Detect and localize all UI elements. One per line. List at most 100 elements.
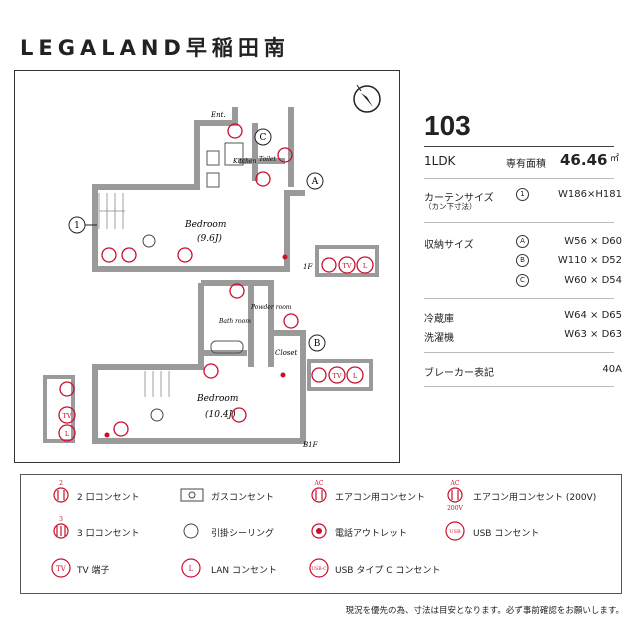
storage-label: 収納サイズ — [424, 240, 474, 251]
lan-outlet-icon — [346, 366, 364, 384]
kitchen-stove — [206, 172, 220, 188]
storage-mark-c: C — [516, 274, 529, 287]
storage-value-a: W56 × D60 — [564, 236, 622, 247]
area-label: 専有面積 — [506, 159, 546, 170]
legend-label-outlet-3: 3 口コンセント — [77, 529, 140, 539]
fridge-value: W64 × D65 — [564, 310, 622, 321]
curtain-value: W186×H181 — [558, 189, 622, 200]
entrance-label: Ent. — [210, 111, 226, 119]
svg-text:B: B — [314, 339, 321, 349]
outlet-2-icon — [203, 363, 219, 379]
breaker-value: 40A — [602, 364, 622, 375]
bedroom1-size: (9.6J) — [197, 233, 222, 244]
svg-text:TV: TV — [62, 412, 71, 420]
ceiling-hook-icon — [183, 523, 199, 539]
ac-outlet-icon — [311, 487, 327, 503]
outlet-2-icon — [321, 257, 337, 273]
disclaimer-note: 現況を優先の為、寸法は目安となります。必ず事前確認をお願いします。 — [345, 606, 624, 616]
outlet-3-icon — [53, 523, 69, 539]
gas-outlet-icon — [180, 488, 204, 502]
curtain-label: カーテンサイズ — [424, 193, 494, 204]
storage-mark-b: B — [516, 254, 529, 267]
legend-label-ceiling: 引掛シーリング — [211, 529, 275, 539]
curtain-row: カーテンサイズ 1 W186×H181 — [424, 188, 622, 204]
svg-text:1: 1 — [74, 221, 80, 231]
outlet-2-icon — [227, 123, 243, 139]
area-unit: ㎡ — [610, 154, 620, 164]
svg-text:TV: TV — [56, 565, 67, 573]
svg-text:AC: AC — [450, 480, 460, 487]
svg-text:USB-C: USB-C — [311, 566, 327, 572]
floor-plan: Ent. Kitchen Toilet Bedroom (9.6J) 1F Po… — [14, 70, 400, 463]
upper-floor-walls — [92, 107, 305, 272]
upper-stairs — [98, 193, 125, 229]
svg-text:USB: USB — [449, 529, 461, 535]
svg-text:C: C — [260, 133, 267, 143]
layout-type: 1LDK — [424, 154, 456, 168]
outlet-2-icon — [229, 283, 245, 299]
legend-label-ac: エアコン用コンセント — [335, 493, 426, 503]
svg-text:L: L — [189, 565, 194, 573]
unit-number: 103 — [424, 110, 471, 141]
tv-terminal-icon — [338, 256, 356, 274]
svg-text:A: A — [311, 177, 319, 187]
legend-label-usb: USB コンセント — [473, 529, 540, 539]
outlet-2-icon — [311, 367, 327, 383]
curtain-mark: 1 — [516, 188, 529, 201]
kitchen-label: Kitchen — [232, 158, 257, 165]
outlet-2-icon — [121, 247, 137, 263]
upper-balcony — [315, 245, 379, 277]
floor-plan-drawing: Ent. Kitchen Toilet Bedroom (9.6J) 1F Po… — [43, 84, 381, 449]
outlet-2-icon — [231, 407, 247, 423]
svg-text:200V: 200V — [447, 505, 463, 512]
outlet-2-icon — [255, 171, 271, 187]
spec-divider — [424, 222, 614, 223]
outlet-2-icon — [283, 313, 299, 329]
storage-c-marker: C — [254, 128, 272, 146]
bath-room-label: Bath room — [218, 318, 251, 325]
bedroom1-label: Bedroom — [184, 220, 226, 230]
svg-text:3: 3 — [59, 516, 63, 523]
outlet-2-icon — [59, 381, 75, 397]
legend-label-gas: ガスコンセント — [211, 493, 275, 503]
usb-outlet-icon — [445, 521, 465, 541]
phone-outlet-icon — [311, 523, 327, 539]
closet-label: Closet — [275, 349, 298, 357]
washer-label: 洗濯機 — [424, 333, 454, 344]
fridge-row: 冷蔵庫 W64 × D65 — [424, 310, 622, 325]
ac-outlet-icon — [113, 421, 129, 437]
toilet-label: Toilet — [259, 156, 277, 163]
outlet-markers — [59, 123, 337, 437]
washer-row: 洗濯機 W63 × D63 — [424, 329, 622, 344]
curtain-sub: （カン下寸法） — [424, 202, 477, 211]
lower-stairs — [144, 371, 170, 397]
ac-outlet-200v-icon — [447, 487, 463, 503]
ceiling-hook-markers — [142, 234, 164, 422]
legend: 2 3 AC AC 200V USB TV L USB-C 2 口コンセント ガ… — [20, 474, 622, 594]
area-value: 46.46 — [560, 151, 608, 169]
lan-outlet-icon — [58, 424, 76, 442]
svg-text:L: L — [65, 430, 70, 438]
breaker-label: ブレーカー表記 — [424, 368, 494, 379]
tv-terminal-icon — [51, 558, 71, 578]
lan-outlet-icon — [356, 256, 374, 274]
tv-terminal-icon — [328, 366, 346, 384]
curtain-1-marker: 1 — [68, 216, 97, 234]
storage-value-b: W110 × D52 — [557, 255, 622, 266]
north-compass-icon — [353, 84, 381, 113]
storage-a-marker: A — [306, 172, 324, 190]
legend-label-ac-200v: エアコン用コンセント (200V) — [473, 493, 597, 503]
storage-b-marker: B — [308, 334, 326, 352]
lan-outlet-icon — [181, 558, 201, 578]
fridge-space — [224, 142, 244, 166]
legend-label-outlet-2: 2 口コンセント — [77, 493, 140, 503]
svg-text:TV: TV — [342, 262, 351, 270]
legend-label-phone: 電話アウトレット — [335, 529, 408, 539]
ac-outlet-icon — [101, 247, 117, 263]
outlet-2-icon — [177, 247, 193, 263]
svg-text:TV: TV — [332, 372, 341, 380]
spec-divider — [424, 386, 614, 387]
legend-icons: 2 3 AC AC 200V USB TV L USB-C — [51, 480, 465, 578]
tv-terminal-icon — [58, 406, 76, 424]
legend-label-usb-c: USB タイプ C コンセント — [335, 566, 441, 576]
